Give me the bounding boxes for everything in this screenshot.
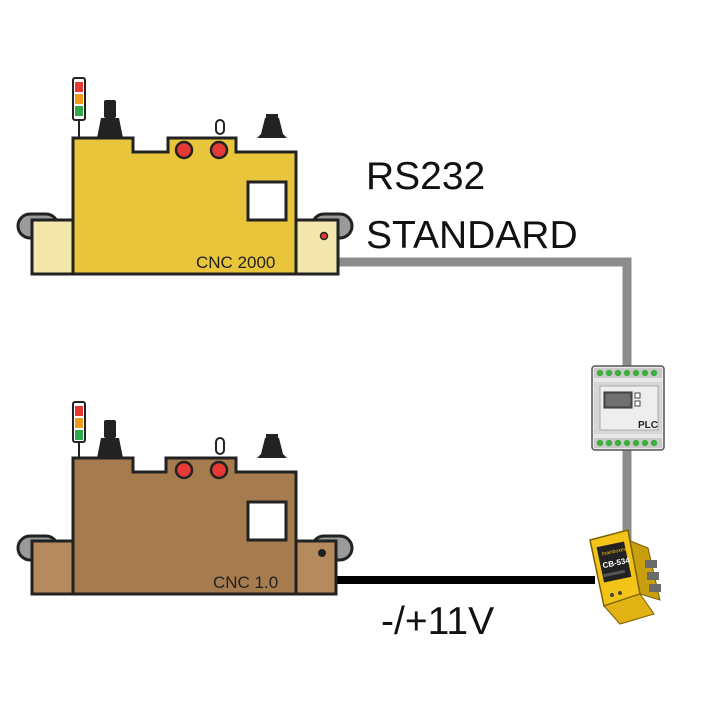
cnc-machine-2000: CNC 2000 — [16, 77, 354, 276]
spindle-knob-left — [97, 420, 123, 458]
plc-label: PLC — [638, 420, 658, 431]
stack-light-icon — [72, 401, 86, 458]
plc-module: PLC — [591, 365, 665, 451]
cnc-machine-1-0: CNC 1.0 — [16, 401, 354, 596]
spindle-knob-right — [257, 434, 287, 458]
converter-brand: brainboxes — [601, 546, 627, 557]
status-dot — [318, 549, 326, 557]
status-dot — [319, 231, 329, 241]
plc-led-icon — [634, 392, 641, 399]
serial-converter-module: brainboxes CB-534 — [589, 529, 661, 625]
red-button-right — [209, 140, 229, 160]
voltage-label: -/+11V — [381, 600, 494, 643]
plc-led-icon — [634, 400, 641, 407]
terminal-row-bottom — [596, 439, 658, 447]
rs232-cable — [336, 257, 632, 370]
rs232-label-line1: RS232 — [366, 155, 485, 198]
converter-led-icon — [618, 591, 622, 595]
antenna-icon — [215, 437, 225, 455]
spindle-knob-right — [257, 114, 287, 138]
red-button-left — [174, 460, 194, 480]
converter-led-icon — [610, 593, 614, 597]
machine-label: CNC 2000 — [196, 253, 275, 272]
machine-label: CNC 1.0 — [213, 573, 278, 592]
rs232-label-line2: STANDARD — [366, 214, 578, 257]
stack-light-icon — [72, 77, 86, 138]
machine-window — [246, 180, 288, 222]
antenna-icon — [215, 119, 225, 135]
terminal-row-top — [596, 369, 658, 377]
red-button-right — [209, 460, 229, 480]
machine-window — [246, 500, 288, 542]
spindle-knob-left — [97, 100, 123, 138]
red-button-left — [174, 140, 194, 160]
